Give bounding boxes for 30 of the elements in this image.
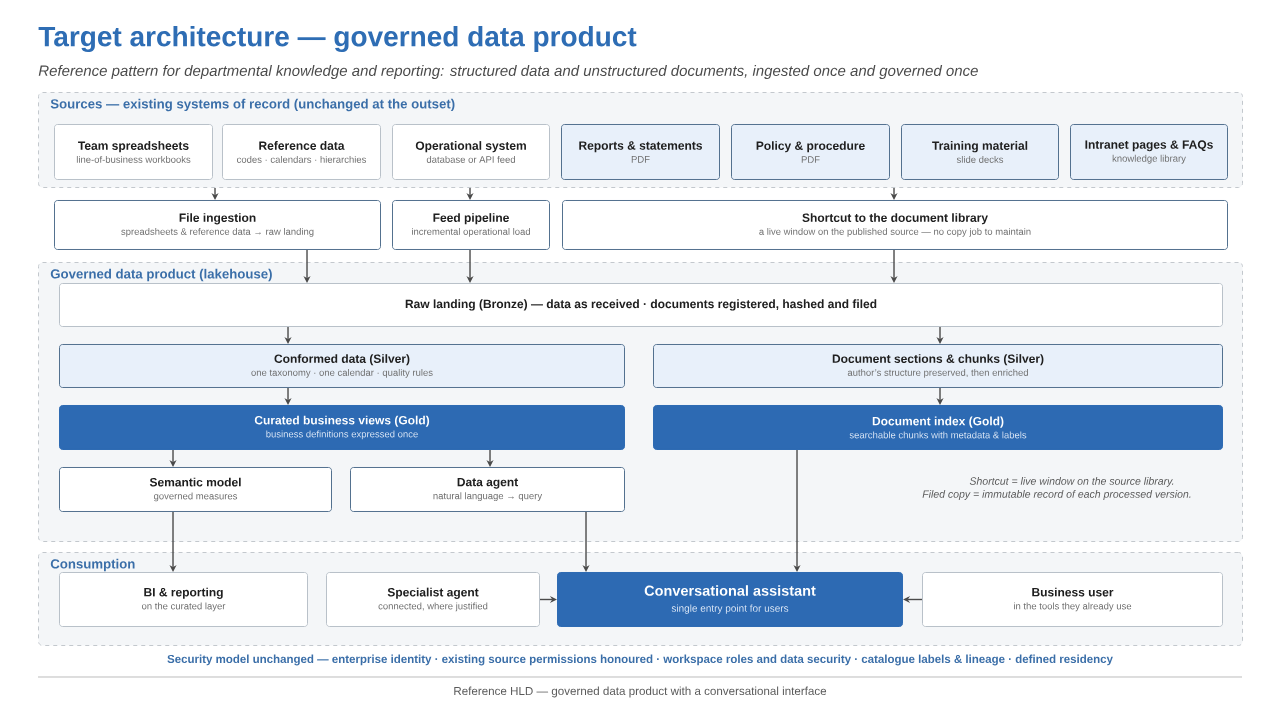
- caption: Reference HLD — governed data product with a conversational interface: [454, 686, 827, 698]
- footer-note: Security model unchanged — enterprise identity · existing source permissions honoured · workspace roles and data security · catalogue labels & lineage · defined residency: [167, 654, 1113, 666]
- source-box: Reports & statements PDF: [561, 124, 720, 180]
- assistant-box: Conversational assistant single entry point for users: [557, 572, 903, 627]
- source-box: Policy & procedure PDF: [731, 124, 890, 180]
- subtitle: Reference pattern for departmental knowledge and reporting: structured data and unstructured documents, ingested once and governed once: [38, 65, 978, 79]
- process-box: Shortcut to the document library a live window on the published source — no copy job to maintain: [562, 200, 1228, 250]
- layer-box: Document sections & chunks (Silver) author’s structure preserved, then enriched: [653, 344, 1223, 388]
- process-box: Feed pipeline incremental operational load: [392, 200, 550, 250]
- process-box: Data agent natural language → query: [350, 467, 625, 512]
- layer-box: Curated business views (Gold) business definitions expressed once: [59, 405, 625, 450]
- source-box: Operational system database or API feed: [392, 124, 550, 180]
- source-box: Reference data codes · calendars · hierarchies: [222, 124, 381, 180]
- layer-box: Document index (Gold) searchable chunks with metadata & labels: [653, 405, 1223, 450]
- process-box: File ingestion spreadsheets & reference data → raw landing: [54, 200, 381, 250]
- process-box: BI & reporting on the curated layer: [59, 572, 308, 627]
- layer-box: Conformed data (Silver) one taxonomy · one calendar · quality rules: [59, 344, 625, 388]
- source-box: Team spreadsheets line-of-business workbooks: [54, 124, 213, 180]
- process-box: Raw landing (Bronze) — data as received · documents registered, hashed and filed: [59, 283, 1223, 327]
- title: Target architecture — governed data product: [38, 25, 637, 53]
- process-box: Specialist agent connected, where justified: [326, 572, 540, 627]
- note-text: Filed copy = immutable record of each processed version.: [922, 490, 1191, 500]
- source-box: Training material slide decks: [901, 124, 1059, 180]
- section-heading: Consumption: [50, 558, 135, 572]
- source-box: Intranet pages & FAQs knowledge library: [1070, 124, 1228, 180]
- process-box: Business user in the tools they already use: [922, 572, 1223, 627]
- section-heading: Governed data product (lakehouse): [50, 268, 272, 282]
- section-heading: Sources — existing systems of record (unchanged at the outset): [50, 98, 455, 112]
- process-box: Semantic model governed measures: [59, 467, 332, 512]
- note-text: Shortcut = live window on the source library.: [969, 477, 1174, 487]
